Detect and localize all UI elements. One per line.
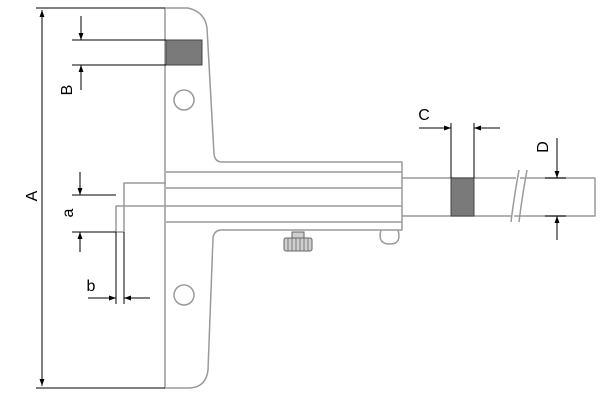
label-a: a bbox=[60, 208, 77, 217]
hatched-section-c bbox=[450, 177, 475, 217]
hatched-section-b bbox=[165, 39, 203, 66]
knurled-knob bbox=[283, 231, 313, 252]
lock-pin bbox=[379, 229, 400, 245]
label-B: B bbox=[59, 85, 76, 96]
measuring-hook bbox=[115, 182, 166, 233]
mounting-hole-bottom bbox=[173, 284, 195, 306]
label-b: b bbox=[87, 278, 96, 295]
label-A: A bbox=[24, 190, 41, 201]
dimension-lines bbox=[36, 7, 566, 389]
mounting-hole-top bbox=[173, 89, 195, 111]
gauge-body bbox=[115, 7, 596, 389]
label-C: C bbox=[418, 107, 430, 124]
gauge-base-outline bbox=[164, 7, 403, 389]
label-D: D bbox=[535, 141, 552, 153]
ruler-blade bbox=[402, 177, 596, 217]
inner-slot-lines bbox=[166, 171, 402, 223]
blade-break-marks bbox=[510, 169, 528, 223]
